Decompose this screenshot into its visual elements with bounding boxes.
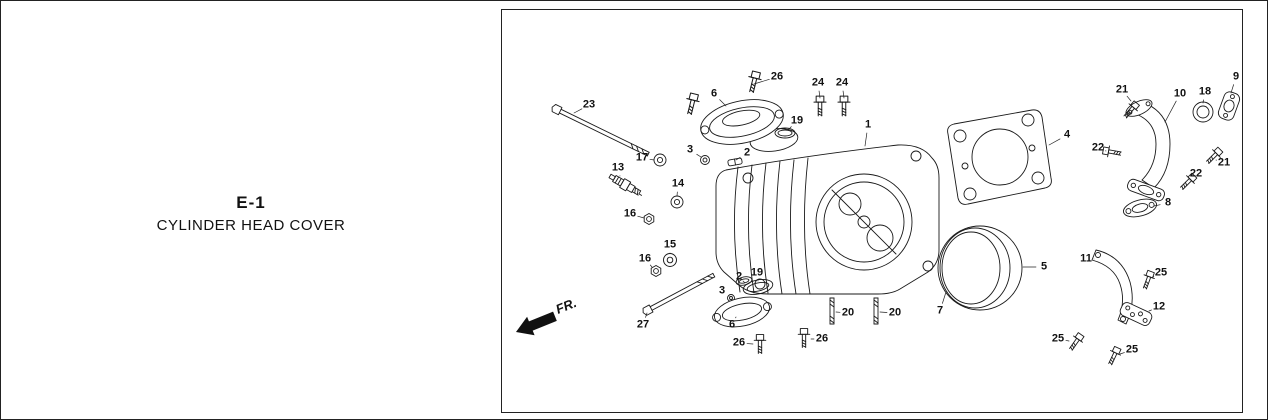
part-bolt-26b1 xyxy=(753,334,767,354)
part-bolt-25a xyxy=(1139,269,1157,291)
page-title: CYLINDER HEAD COVER xyxy=(156,217,346,234)
part-spark-plug-13 xyxy=(608,173,642,196)
part-bolt-25c xyxy=(1104,345,1124,367)
part-ring-gasket-18 xyxy=(1192,101,1214,123)
exploded-diagram: FR. xyxy=(516,69,1241,367)
part-stud-20a xyxy=(829,297,835,325)
part-washer-15 xyxy=(662,252,678,268)
part-nut-16b xyxy=(650,265,662,277)
part-bolt-24b xyxy=(837,95,851,117)
part-washer-17 xyxy=(653,153,667,167)
part-oval-gasket-8 xyxy=(1122,198,1158,218)
part-stud-20b xyxy=(873,297,879,325)
part-joint-top xyxy=(727,157,743,167)
part-bottom-cover-6 xyxy=(712,296,772,328)
part-gasket-19b xyxy=(742,279,774,295)
part-bolt-26c xyxy=(682,91,702,117)
part-bolt-25b xyxy=(1065,330,1087,354)
part-bolt-21b xyxy=(1203,145,1225,167)
part-long-bolt-23 xyxy=(551,104,650,157)
leader-lines xyxy=(573,78,1234,355)
part-bolt-24a xyxy=(813,95,827,117)
part-oring-top xyxy=(774,127,796,139)
part-top-cover xyxy=(700,99,784,145)
part-oring-2b xyxy=(735,276,753,286)
part-flange-plate-9 xyxy=(1217,91,1241,121)
part-stud-27 xyxy=(642,272,716,316)
part-bolt-22b xyxy=(1177,171,1199,193)
part-nut-16a xyxy=(643,213,655,225)
part-cylinder-head xyxy=(715,128,940,295)
part-dowel-top xyxy=(700,155,710,165)
fr-label: FR. xyxy=(554,295,579,317)
part-round-cover xyxy=(937,225,1023,311)
part-washer-14 xyxy=(670,195,684,209)
page-code: E-1 xyxy=(236,193,266,212)
part-bolt-26b2 xyxy=(797,328,811,348)
part-intake-pipe-10 xyxy=(1125,99,1171,202)
title-block: E-1 CYLINDER HEAD COVER xyxy=(1,193,501,234)
part-bolt-22a xyxy=(1101,144,1123,160)
part-gasket-plate xyxy=(947,109,1052,205)
part-plate-12 xyxy=(1119,302,1153,326)
fr-arrow: FR. xyxy=(516,295,579,336)
